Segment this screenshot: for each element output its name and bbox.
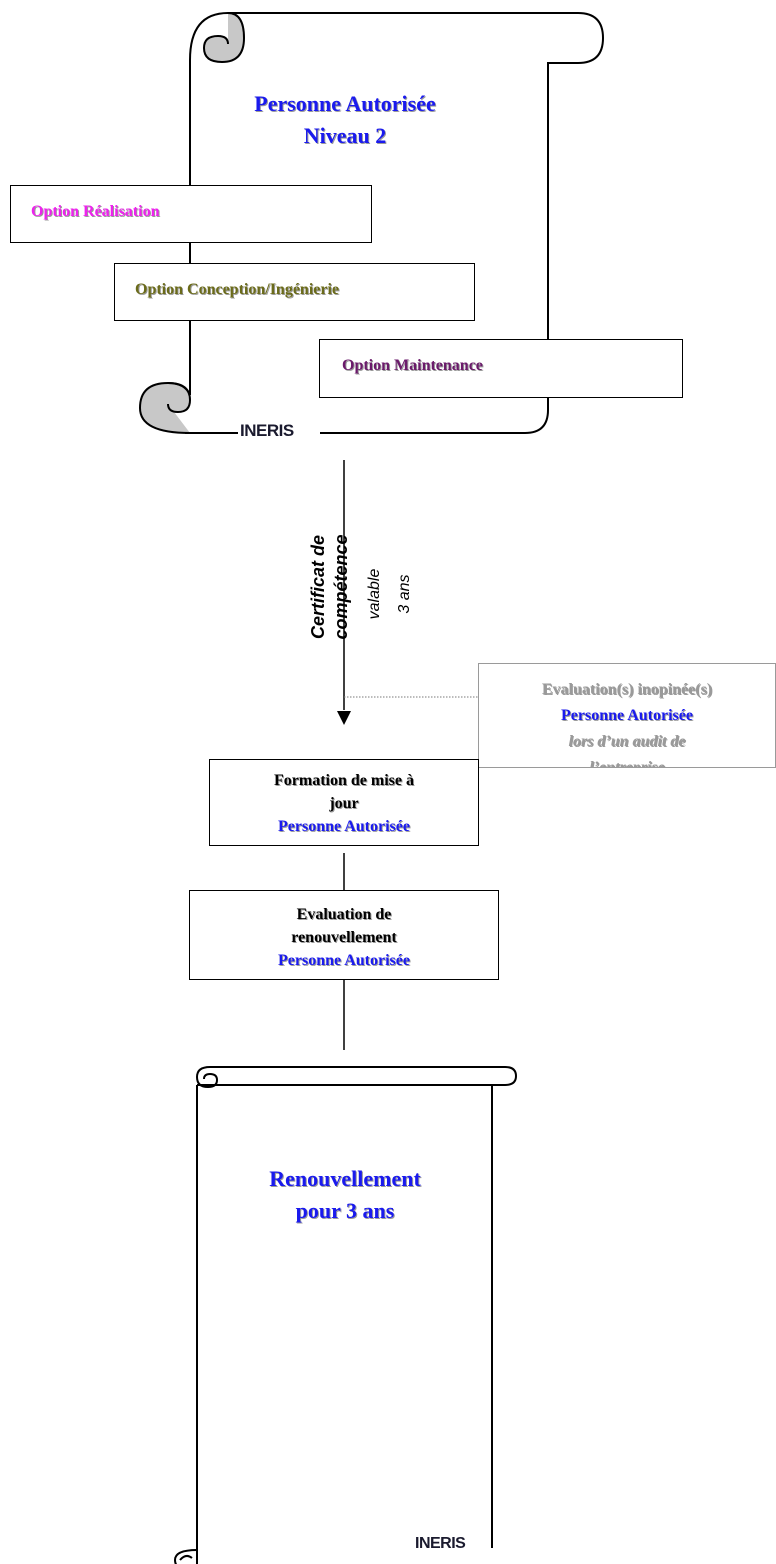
bottom-scroll-title: Renouvellement pour 3 ans — [220, 1163, 470, 1227]
option-maintenance-box: Option Maintenance — [319, 339, 683, 398]
title-line: Niveau 2 — [303, 123, 387, 148]
certificate-line: Certificat de — [308, 534, 328, 640]
option-realisation-label: Option Réalisation — [31, 203, 160, 220]
audit-evaluation-box: Evaluation(s) inopinée(s) Personne Autor… — [478, 663, 776, 768]
audit-context: lors d’un audit de — [568, 733, 686, 750]
option-realisation-box: Option Réalisation — [10, 185, 372, 243]
update-training-box: Formation de mise à jour Personne Autori… — [209, 759, 479, 846]
ineris-logo: INERIS — [238, 421, 296, 441]
option-conception-box: Option Conception/Ingénierie — [114, 263, 475, 321]
certificate-label: Certificat de compétence — [307, 507, 353, 667]
ineris-logo: INERIS — [413, 1535, 468, 1553]
renewal-eval-role: Personne Autorisée — [278, 952, 410, 969]
validity-line: valable — [366, 568, 383, 620]
title-line: pour 3 ans — [295, 1198, 395, 1223]
scroll-curl-icon — [195, 1066, 219, 1089]
option-maintenance-label: Option Maintenance — [342, 357, 483, 374]
top-scroll-title: Personne Autorisée Niveau 2 — [220, 88, 470, 152]
certificate-line: compétence — [331, 534, 351, 640]
renewal-eval-title: renouvellement — [291, 929, 397, 946]
arrow-down-icon — [337, 460, 351, 725]
option-conception-label: Option Conception/Ingénierie — [135, 281, 340, 298]
scroll-curl-icon — [173, 1549, 198, 1564]
audit-role: Personne Autorisée — [561, 707, 693, 724]
validity-label: valable 3 ans — [360, 534, 420, 654]
renewal-eval-title: Evaluation de — [296, 906, 392, 923]
update-title: Formation de mise à — [274, 772, 414, 789]
renewal-evaluation-box: Evaluation de renouvellement Personne Au… — [189, 890, 499, 980]
scroll-curl-icon — [138, 381, 192, 434]
title-line: Renouvellement — [269, 1166, 421, 1191]
bottom-scroll-shape — [196, 1066, 518, 1564]
update-role: Personne Autorisée — [278, 818, 410, 835]
validity-line: 3 ans — [396, 574, 413, 614]
update-title: jour — [329, 795, 359, 812]
title-line: Personne Autorisée — [254, 91, 436, 116]
audit-context: l’entreprise — [589, 759, 665, 768]
audit-title: Evaluation(s) inopinée(s) — [541, 681, 713, 698]
scroll-curl-icon — [202, 12, 246, 64]
